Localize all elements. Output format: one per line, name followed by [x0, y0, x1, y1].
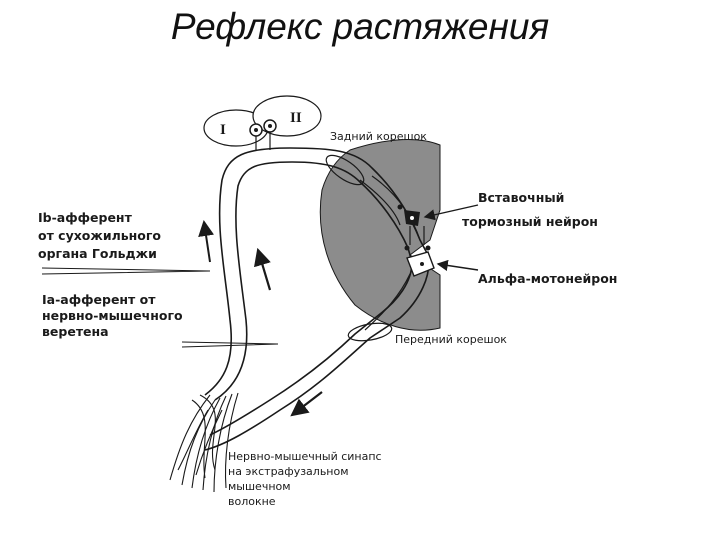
nerve-bundle-outer [204, 147, 430, 451]
ia-afferent-label-2: нервно-мышечного [42, 308, 183, 323]
ganglion-1-label: I [220, 122, 226, 138]
interneuron-label-1: Вставочный [478, 190, 564, 205]
ventral-root-label: Передний корешок [395, 333, 507, 346]
synapse-label-1: Нервно-мышечный синапс [228, 450, 382, 463]
nerve-bundle-inner [209, 161, 413, 436]
ia-pointer [181, 341, 279, 348]
ganglion-2-label: II [290, 110, 302, 126]
ib-afferent-label-3: органа Гольджи [38, 246, 157, 261]
ib-afferent-label-2: от сухожильного [38, 228, 161, 243]
spinal-cord-gray-matter [319, 139, 441, 331]
ia-afferent-label-3: веретена [42, 324, 109, 339]
ib-afferent-label-1: Ib-афферент [38, 210, 133, 225]
dorsal-root-label: Задний корешок [330, 130, 427, 143]
synapse-label-3: мышечном [228, 480, 291, 493]
slide-title: Рефлекс растяжения [170, 6, 550, 47]
muscle-fibers [169, 392, 239, 493]
ganglion-2 [252, 95, 322, 137]
motoneuron-label: Альфа-мотонейрон [478, 271, 617, 286]
ib-arrow [198, 220, 214, 263]
ia-afferent-label-1: Ia-афферент от [42, 292, 156, 307]
synapse-label-2: на экстрафузальном [228, 465, 349, 478]
interneuron-pointer [423, 204, 479, 221]
synapse-label-4: волокне [228, 495, 276, 508]
interneuron-label-2: тормозный нейрон [462, 214, 598, 229]
ib-pointer [41, 267, 211, 275]
ventral-root-ring [347, 322, 393, 342]
efferent-arrow-lower [290, 391, 323, 417]
afferent-arrow-upper [253, 247, 272, 291]
motoneuron-pointer [436, 259, 479, 271]
